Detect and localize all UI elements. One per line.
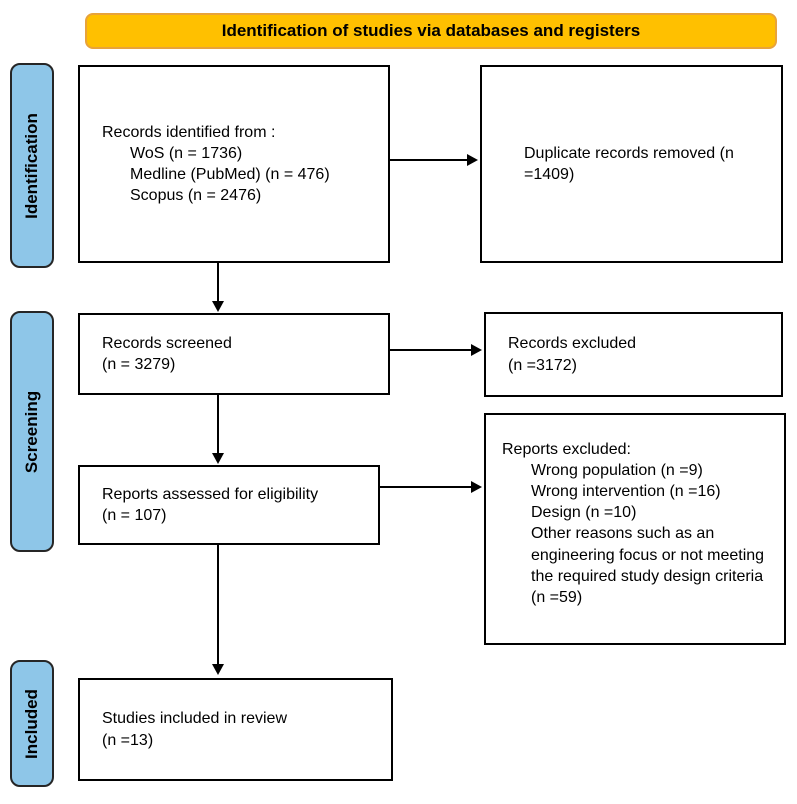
box-records-identified: Records identified from : WoS (n = 1736)… <box>78 65 390 263</box>
arrow-assessed-to-included <box>212 545 224 675</box>
studies-included-line1: Studies included in review <box>102 710 287 728</box>
arrow-identified-to-duplicates <box>390 154 478 166</box>
records-identified-item: Medline (PubMed) (n = 476) <box>130 166 330 183</box>
box-reports-excluded: Reports excluded: Wrong population (n =9… <box>484 413 786 645</box>
reports-excluded-item: Design (n =10) <box>531 504 637 522</box>
box-duplicates-removed: Duplicate records removed (n =1409) <box>480 65 783 263</box>
box-records-excluded: Records excluded (n =3172) <box>484 312 783 397</box>
box-reports-assessed: Reports assessed for eligibility (n = 10… <box>78 465 380 545</box>
reports-excluded-item: Other reasons such as an engineering foc… <box>531 525 765 606</box>
reports-excluded-title: Reports excluded: <box>502 441 631 458</box>
arrow-screened-to-records-excluded <box>390 344 482 356</box>
studies-included-line2: (n =13) <box>102 731 154 749</box>
arrow-assessed-to-reports-excluded <box>380 481 482 493</box>
records-excluded-line2: (n =3172) <box>508 356 577 374</box>
box-studies-included: Studies included in review (n =13) <box>78 678 393 781</box>
banner-identification: Identification of studies via databases … <box>85 13 777 49</box>
stage-included-label: Included <box>22 688 41 759</box>
records-identified-title: Records identified from : <box>102 123 276 141</box>
arrow-screened-to-assessed <box>212 395 224 464</box>
banner-label: Identification of studies via databases … <box>221 21 641 40</box>
arrow-identified-to-screened <box>212 263 224 312</box>
records-excluded-line1: Records excluded <box>508 335 637 353</box>
stage-included: Included <box>10 660 54 787</box>
stage-screening-label: Screening <box>22 390 41 473</box>
duplicates-removed-text: Duplicate records removed (n =1409) <box>524 144 734 183</box>
reports-excluded-item: Wrong intervention (n =16) <box>531 483 721 501</box>
reports-assessed-line1: Reports assessed for eligibility <box>102 485 319 503</box>
records-identified-item: WoS (n = 1736) <box>130 144 243 162</box>
records-screened-line2: (n = 3279) <box>102 356 176 373</box>
box-records-screened: Records screened (n = 3279) <box>78 313 390 395</box>
stage-identification: Identification <box>10 63 54 268</box>
stage-identification-label: Identification <box>22 112 41 219</box>
reports-assessed-line2: (n = 107) <box>102 507 167 524</box>
records-identified-item: Scopus (n = 2476) <box>130 187 262 205</box>
reports-excluded-item: Wrong population (n =9) <box>531 462 703 480</box>
stage-screening: Screening <box>10 311 54 552</box>
records-screened-line1: Records screened <box>102 334 232 352</box>
